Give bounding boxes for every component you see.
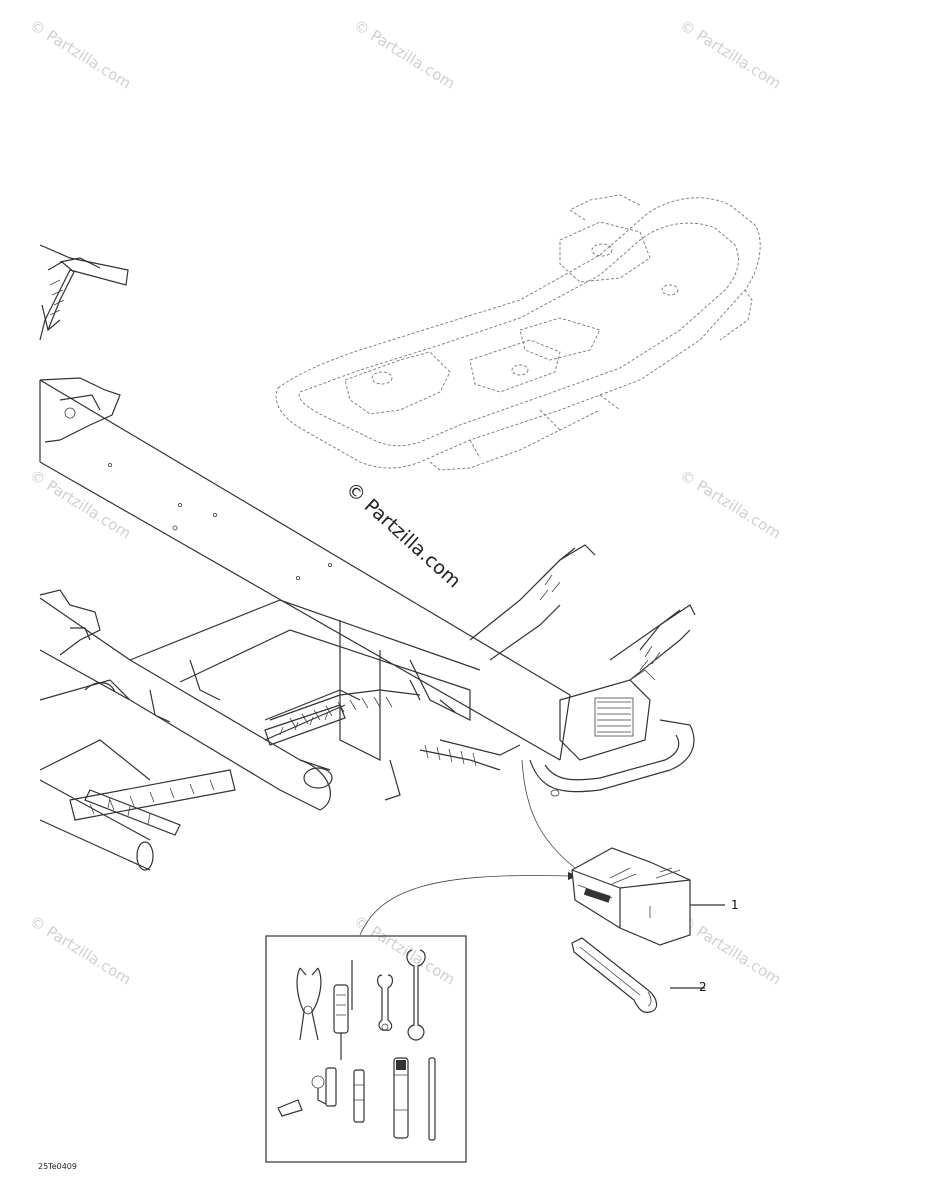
rear-bumper-assembly	[529, 669, 695, 797]
leader-line	[359, 875, 569, 936]
tool-strap-illustration	[571, 937, 705, 1013]
frame-main-rail	[39, 379, 571, 761]
frame-lower-tube	[39, 597, 333, 871]
diagram-code: 25Te0409	[38, 1162, 77, 1171]
frame-front-brackets	[39, 244, 129, 656]
rear-rack-outline	[275, 194, 761, 471]
tool-bag-illustration	[571, 847, 725, 946]
callout-number-1: 1	[731, 898, 739, 912]
tool-kit-box	[265, 935, 467, 1163]
wiring-harness	[47, 261, 681, 771]
frame-slotted-bars	[69, 704, 346, 836]
leader-line	[521, 759, 576, 869]
callout-number-2: 2	[699, 980, 707, 994]
frame-cross-members	[129, 544, 696, 801]
